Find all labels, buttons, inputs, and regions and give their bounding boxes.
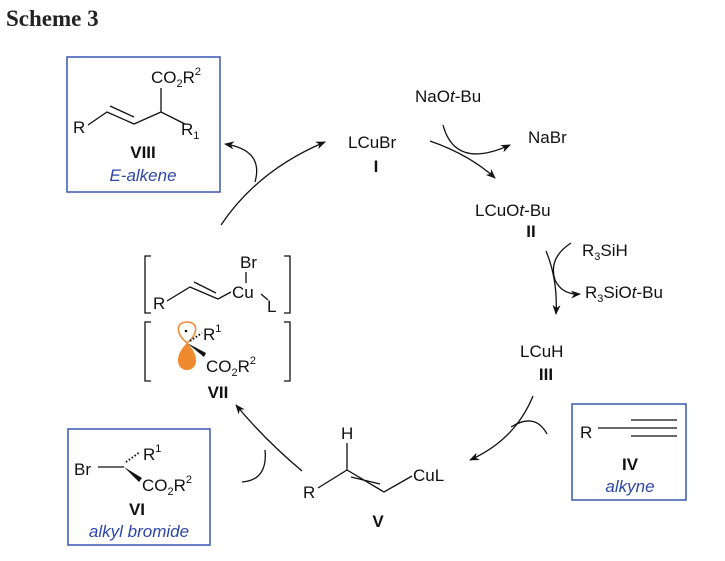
VII-hashed-bond (189, 332, 203, 342)
arrow-IV-in (510, 420, 548, 435)
arrow-NaBr-out (442, 124, 511, 155)
VII-bracket-right-bottom (284, 321, 291, 382)
VIII-skeleton (87, 111, 186, 126)
compound-IV-box (571, 403, 687, 501)
V-double-bond (350, 476, 381, 485)
IV-R: R (580, 423, 592, 442)
VI-wedge-bond (124, 467, 142, 482)
V-label: V (372, 512, 384, 531)
arrow-VIII-out (224, 141, 258, 183)
V-H: H (341, 424, 353, 443)
VII-bracket-left-top (144, 255, 151, 314)
IV-caption: alkyne (605, 477, 654, 496)
arrow-R3SiOtBu-out (552, 242, 581, 299)
VI-caption: alkyl bromide (89, 522, 189, 541)
R3SiH-reagent: R3SiH (582, 241, 628, 263)
I-label: I (374, 157, 379, 176)
VII-p-orbital-upper-lobe (177, 321, 197, 344)
NaOtBu-reagent: NaOt-Bu (415, 87, 481, 106)
VII-bracket-left-bottom (144, 321, 151, 382)
VII-label: VII (208, 383, 229, 402)
LCuH-formula: LCuH (520, 342, 563, 361)
VII-radical-dot (184, 329, 188, 333)
VII-bracket-right-top (284, 255, 291, 314)
arrow-III-to-V (469, 395, 534, 461)
VI-ester: CO2R2 (142, 474, 192, 498)
VII-ester: CO2R2 (206, 355, 256, 379)
II-label: II (526, 222, 535, 241)
VII-wedge-bond (187, 343, 206, 357)
V-R: R (303, 483, 315, 502)
compound-VIII: R CO2R2 R1 VIII E-alkene (66, 56, 221, 193)
VI-label: VI (129, 500, 145, 519)
arrow-VII-to-I (220, 141, 326, 226)
compound-VII: R Cu Br L R1 CO2R2 VII (144, 253, 291, 402)
VII-L: L (267, 297, 276, 316)
VII-Cu: Cu (232, 283, 254, 302)
VIII-R: R (73, 118, 85, 137)
compound-V: H R CuL V (303, 424, 444, 531)
VII-R: R (153, 294, 165, 313)
VI-Br: Br (74, 460, 91, 479)
VIII-caption: E-alkene (109, 166, 176, 185)
V-CuL: CuL (413, 466, 444, 485)
VIII-double-bond (109, 105, 135, 118)
R3SiOtBu-byproduct: R3SiOt-Bu (585, 283, 663, 305)
arrow-II-to-III (545, 250, 561, 315)
VIII-R1: R1 (181, 120, 199, 142)
VII-p-orbital-lower-lobe (177, 343, 197, 370)
compound-VI-box (67, 428, 211, 546)
VII-double-bond (193, 281, 217, 294)
VI-R1: R1 (143, 443, 161, 464)
arrow-VI-in (241, 449, 266, 483)
VII-Br: Br (240, 253, 257, 272)
compound-IV: R IV alkyne (571, 403, 687, 501)
compound-VIII-box (66, 56, 221, 193)
LCuOtBu-formula: LCuOt-Bu (475, 201, 551, 220)
arrow-I-to-II (429, 140, 496, 179)
scheme-title: Scheme 3 (6, 6, 99, 31)
VII-bond-L (260, 293, 269, 301)
VIII-ester: CO2R2 (151, 66, 201, 90)
III-label: III (539, 365, 553, 384)
LCuBr-formula: LCuBr (348, 133, 397, 152)
arrow-V-to-VII (235, 404, 303, 472)
compound-VI: Br R1 CO2R2 VI alkyl bromide (67, 428, 211, 546)
VI-hashed-bond (125, 451, 141, 463)
VII-R1: R1 (203, 323, 221, 344)
VII-vinyl-skeleton (166, 286, 232, 302)
NaBr-byproduct: NaBr (528, 128, 567, 147)
IV-label: IV (622, 455, 639, 474)
VIII-label: VIII (130, 143, 156, 162)
